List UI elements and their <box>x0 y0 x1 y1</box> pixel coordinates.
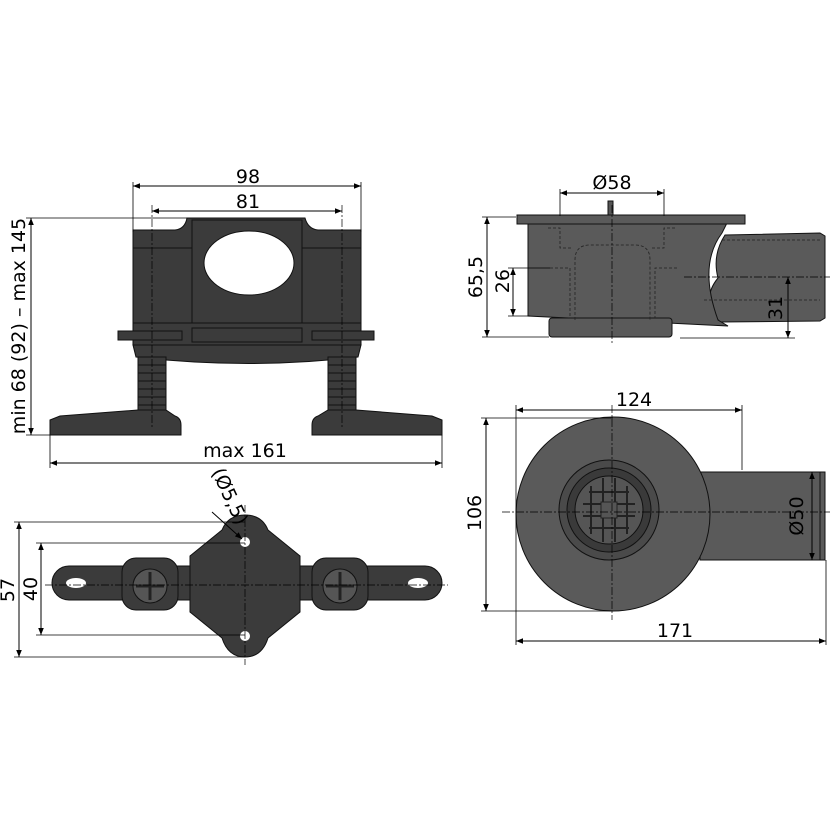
dim-outlet-diameter: Ø50 <box>786 496 808 535</box>
base-view: 57 40 (Ø5,5) <box>0 465 448 665</box>
dim-body-width: 124 <box>616 389 652 411</box>
dim-total-height: 65,5 <box>465 256 487 298</box>
dim-total-length: 171 <box>657 620 693 642</box>
front-view: 98 81 min 68 (92) – max 145 max 161 <box>8 166 443 468</box>
dim-height-range: min 68 (92) – max 145 <box>8 218 30 434</box>
dim-grate-diameter: Ø58 <box>592 172 631 194</box>
dim-inner-spacing: 40 <box>20 577 42 601</box>
base-hole-top <box>240 537 250 547</box>
grate-icon <box>558 459 660 561</box>
dim-outlet-axis: 31 <box>765 296 787 320</box>
front-leg-right <box>311 356 443 436</box>
base-foot-left <box>121 557 179 611</box>
front-oval-opening <box>203 230 295 296</box>
top-view: 124 106 Ø50 171 <box>464 389 830 645</box>
base-foot-right <box>311 557 369 611</box>
dim-81: 81 <box>236 191 260 213</box>
dim-outer-spacing: 57 <box>0 578 19 602</box>
dim-outlet-low: 26 <box>492 269 514 293</box>
top-outlet-pipe <box>699 471 826 561</box>
side-body <box>527 222 729 327</box>
side-flange <box>516 214 746 225</box>
dim-98: 98 <box>236 166 260 188</box>
dim-max-161: max 161 <box>203 440 287 462</box>
dim-hole-diameter: (Ø5,5) <box>207 465 252 529</box>
side-view: Ø58 65,5 26 31 <box>465 172 830 345</box>
front-leg-left <box>49 356 182 436</box>
dim-body-depth: 106 <box>464 495 486 531</box>
